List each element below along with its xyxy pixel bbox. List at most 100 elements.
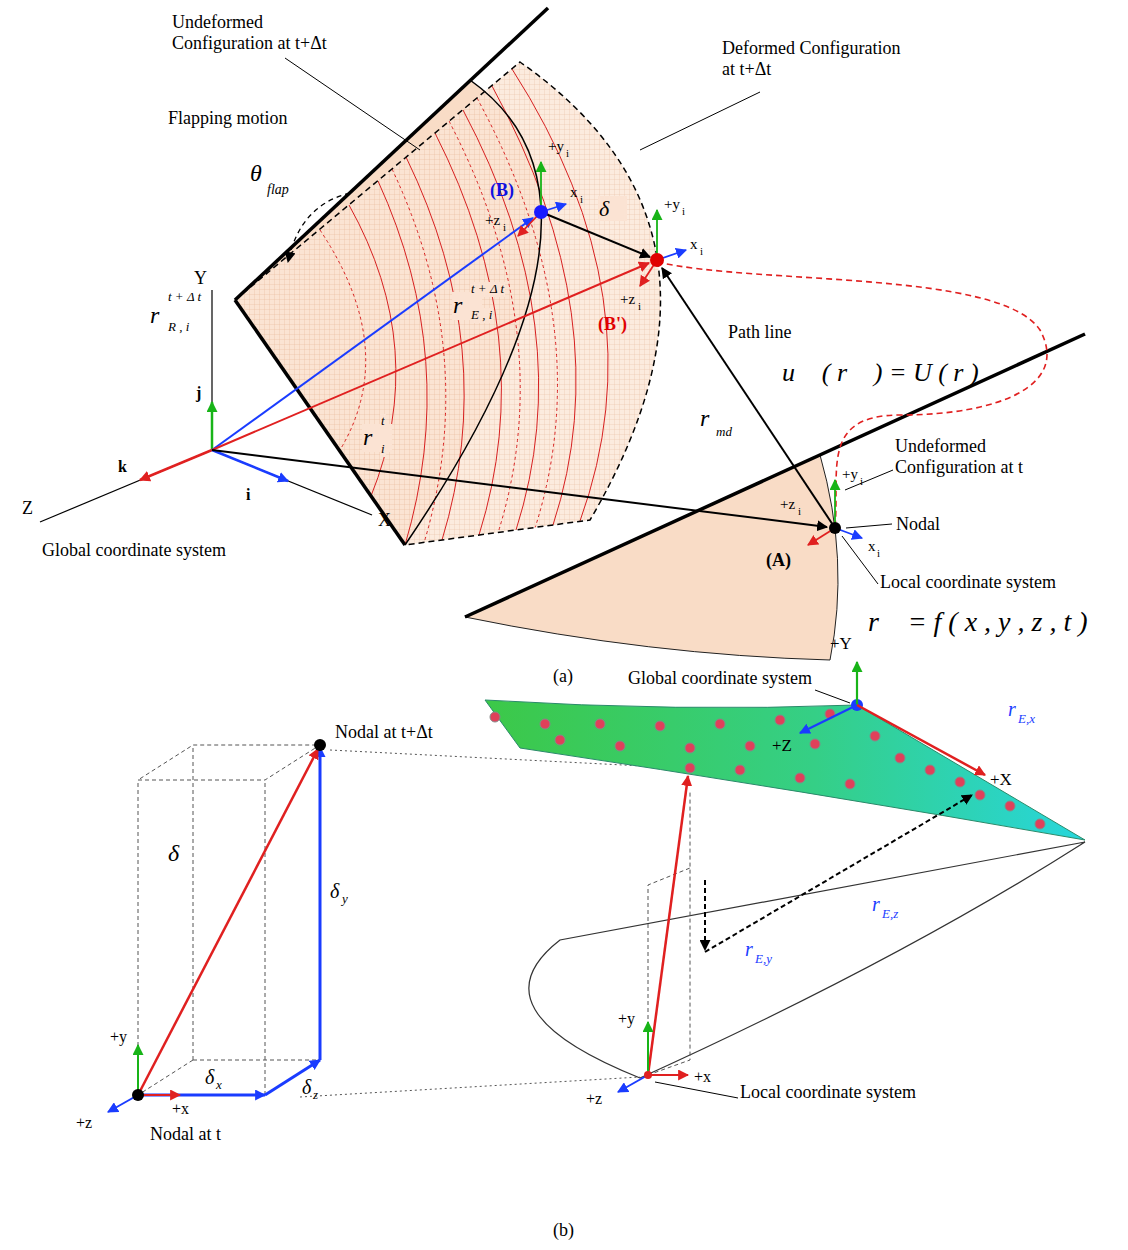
- deformed-surface-part-part: [845, 779, 855, 789]
- label-text: j: [196, 384, 201, 402]
- label-text: md: [716, 425, 732, 440]
- global-axes: [40, 290, 372, 522]
- label-text: r⃗: [362, 424, 392, 452]
- position-vector-part: [541, 212, 650, 257]
- label-text: X: [378, 510, 391, 531]
- wing-deformed-part-part: [349, 205, 396, 496]
- deformed-surface-part-part: [540, 719, 550, 729]
- deformed-surface-part-part: [615, 741, 625, 751]
- label-text: +X: [990, 770, 1012, 790]
- deformed-surface-part: [529, 842, 1085, 1078]
- label-text: x: [216, 1078, 222, 1093]
- label-text: y: [342, 892, 348, 907]
- global-axes-part: [140, 450, 212, 480]
- path-line-part: [657, 262, 1047, 528]
- label-text: r: [872, 893, 880, 916]
- deformed-surface-part-part: [895, 753, 905, 763]
- label-text: Nodal at t: [150, 1124, 221, 1145]
- wing-deformed-part-part: [492, 86, 576, 525]
- label-text: (B): [490, 180, 514, 201]
- label-text: u⃗ ( r⃗ ) = U ( r ): [782, 358, 979, 388]
- label-text: t + Δ t: [470, 282, 505, 297]
- label-text: i: [700, 245, 703, 258]
- local-axes-part: [834, 480, 836, 528]
- label-text: Local coordinate system: [740, 1082, 916, 1103]
- global-axes-part: [211, 290, 212, 450]
- wing-deformed-part-part: [463, 110, 539, 530]
- label-text: (a): [553, 666, 573, 687]
- deformed-surface-part: [648, 776, 688, 1075]
- label-text: Path line: [728, 322, 792, 343]
- deformed-surface-part: [644, 1071, 652, 1079]
- label-text: i: [566, 147, 569, 160]
- label-text: i: [503, 221, 506, 234]
- flap-arc: [288, 193, 350, 262]
- deformed-surface-part: [857, 705, 985, 775]
- label-text: +Z: [772, 736, 792, 756]
- label-text: Undeformed Configuration at t: [895, 436, 1070, 477]
- wing-outline: [235, 8, 548, 545]
- label-text: t: [380, 414, 386, 429]
- position-vector-part: [662, 268, 835, 528]
- label-text: E,x: [1018, 712, 1035, 727]
- displacement-box-part-part: [138, 745, 320, 1095]
- displacement-box-part: [319, 747, 322, 1060]
- wing-deformed-part: [320, 69, 608, 545]
- local-axes-part: [656, 210, 658, 260]
- deformed-surface-part-part: [685, 743, 695, 753]
- wing-outline-part: [405, 80, 541, 545]
- displacement-box-part: [138, 1094, 180, 1096]
- label-text: E,z: [882, 907, 898, 922]
- node-dot-part: [534, 205, 548, 219]
- deformed-surface-part: [490, 709, 1045, 829]
- deformed-surface-part: [704, 880, 706, 950]
- label-text: +y: [110, 1028, 127, 1046]
- displacement-box-part: [137, 1045, 139, 1095]
- label-text: r: [745, 938, 753, 961]
- wing-deformed-part-part: [512, 69, 608, 521]
- displacement-box-part: [132, 1089, 144, 1101]
- label-text: +x: [694, 1068, 711, 1086]
- label-text: δ⃗: [168, 840, 198, 868]
- position-vector-part: [212, 450, 827, 527]
- deformed-surface-part-part: [745, 741, 755, 751]
- global-axes-part: [211, 402, 214, 450]
- label-text: δ: [330, 880, 339, 903]
- label-text: x: [690, 236, 698, 253]
- deformed-surface-part-part: [795, 773, 805, 783]
- wing-deformed-part: [235, 62, 660, 545]
- label-text: +x: [172, 1100, 189, 1118]
- leader-line-part: [285, 58, 420, 150]
- deformed-surface-part-part: [555, 735, 565, 745]
- path-line: [657, 262, 1047, 528]
- label-text: r: [1008, 698, 1016, 721]
- label-text: +z: [76, 1114, 92, 1132]
- displacement-box-part: [138, 1094, 265, 1097]
- label-text: +Y: [830, 634, 852, 654]
- label-text: Nodal: [896, 514, 940, 535]
- label-text: +z: [485, 212, 500, 229]
- label-text: E , i: [470, 308, 493, 323]
- deformed-surface-part-part: [735, 765, 745, 775]
- label-text: x: [868, 538, 876, 555]
- deformed-surface-part-part: [1005, 801, 1015, 811]
- label-text: +z: [780, 496, 795, 513]
- deformed-surface-part-part: [975, 790, 985, 800]
- deformed-surface-part: [856, 662, 858, 705]
- label-text: i: [682, 205, 685, 218]
- deformed-surface-part-part: [715, 719, 725, 729]
- deformed-surface-part-part: [595, 719, 605, 729]
- label-text: Undeformed Configuration at t+Δt: [172, 12, 362, 53]
- label-text: Global coordinate system: [628, 668, 812, 689]
- label-text: +z: [620, 291, 635, 308]
- leader-line-part: [640, 92, 760, 150]
- label-text: Flapping motion: [168, 108, 288, 129]
- label-text: +y: [842, 466, 858, 483]
- label-text: z: [313, 1088, 318, 1103]
- label-text: i: [877, 547, 880, 560]
- label-text: r⃗ = f ( x , y , z , t ): [868, 606, 1088, 638]
- displacement-box-part: [138, 749, 318, 1095]
- deformed-surface-part: [618, 1075, 648, 1092]
- label-text: x: [570, 184, 578, 201]
